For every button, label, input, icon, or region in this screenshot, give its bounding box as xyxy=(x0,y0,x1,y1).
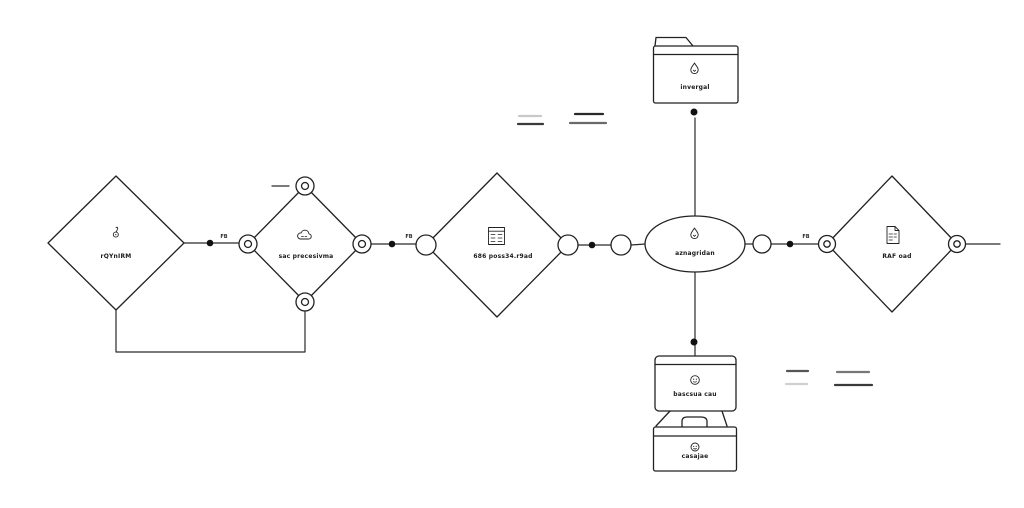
node-hub-label: aznagridan xyxy=(675,250,715,257)
node-output-shape xyxy=(817,175,967,313)
droplet-icon xyxy=(690,227,699,240)
cloud-icon xyxy=(297,229,312,240)
node-card-top-label: bascsua cau xyxy=(673,391,717,398)
node-folder-shape xyxy=(652,36,739,104)
table-icon xyxy=(488,227,505,245)
node-source-label: rQYnIRM xyxy=(100,253,132,260)
node-card-bottom-label: casajae xyxy=(681,453,709,460)
gauge-icon xyxy=(690,375,700,385)
stray-dash-marks xyxy=(516,112,874,387)
edge-label-3: FB xyxy=(802,234,810,240)
node-dataset-shape xyxy=(415,172,632,318)
gauge-icon xyxy=(690,442,700,452)
node-card-top-shape xyxy=(654,355,737,412)
edge-label-2: FB xyxy=(405,234,413,240)
node-dataset-label: 686 poss34.r9ad xyxy=(473,253,533,260)
card-stack-connector xyxy=(655,410,728,428)
node-preprocess-shape xyxy=(238,176,372,312)
pin-icon xyxy=(112,226,119,238)
node-preprocess-label: sac precesivma xyxy=(278,253,334,260)
node-source-shape xyxy=(47,175,185,311)
droplet-icon xyxy=(690,62,699,75)
node-output-label: RAF oad xyxy=(882,253,912,260)
document-icon xyxy=(886,226,900,244)
node-folder-label: invergal xyxy=(680,84,710,91)
edge-label-1: FB xyxy=(220,234,228,240)
node-hub-shape xyxy=(644,215,772,273)
edge-dots xyxy=(206,108,794,346)
